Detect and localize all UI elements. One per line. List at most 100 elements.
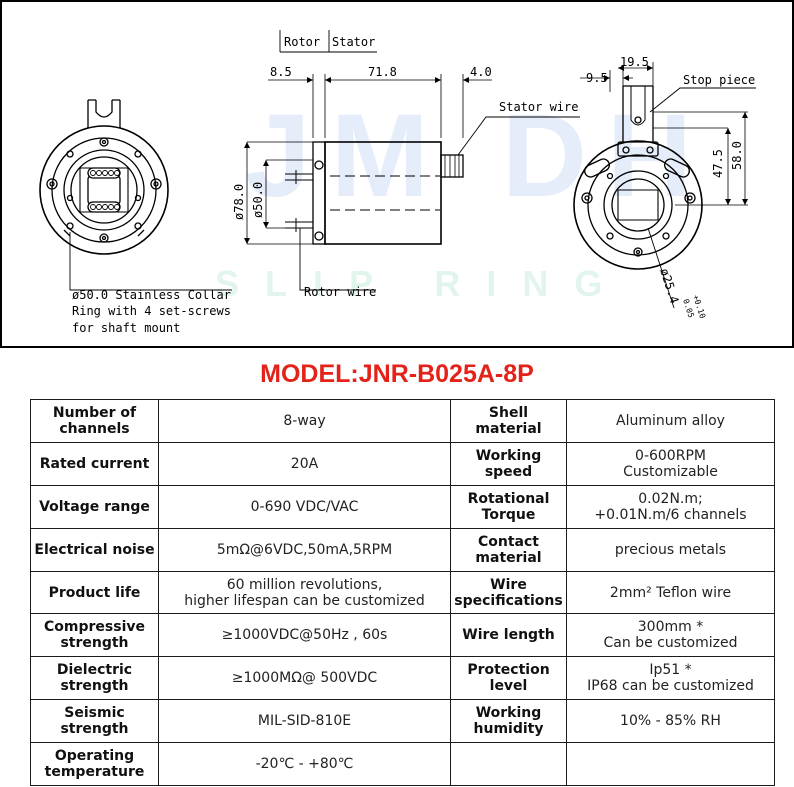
spec-label-line: Shell [488,404,529,421]
spec-label-line: Rated current [39,455,150,472]
spec-value: 10% - 85% RH [566,699,775,744]
rotor-wire-label: Rotor wire [304,285,376,299]
technical-drawing: JM DH SLIP RING ø50.0 Stainless Colla [0,0,794,348]
spec-label-line: specifications [454,592,563,609]
spec-label [450,742,567,787]
spec-value-line: 0-600RPM [635,447,706,464]
spec-label-line: Working [475,705,542,722]
collar-note-line-3: for shaft mount [72,321,180,335]
spec-value-line: 20A [290,455,319,472]
spec-label-line: channels [59,420,130,437]
model-title: MODEL:JNR-B025A-8P [260,360,534,388]
dim-47-5: 47.5 [711,149,725,178]
spec-value-line: +0.01N.m/6 channels [594,506,747,523]
spec-value: ≥1000MΩ@ 500VDC [158,656,451,701]
spec-value: 2mm² Teflon wire [566,570,775,615]
spec-label-line: Voltage range [39,498,150,515]
rotor-label: Rotor [284,35,320,49]
dim-71-8: 71.8 [368,65,397,79]
spec-value-line: Aluminum alloy [616,412,725,429]
spec-label-line: Rotational [467,490,550,507]
dim-diameter-78: ø78.0 [232,184,246,220]
spec-label: Wire length [450,613,567,658]
spec-label-line: temperature [44,764,145,781]
spec-value-line: Can be customized [603,635,738,652]
spec-value: 8-way [158,399,451,443]
spec-value: 60 million revolutions,higher lifespan c… [158,570,451,615]
spec-label-line: material [475,420,542,437]
dim-4-0: 4.0 [470,65,492,79]
spec-label-line: Operating [54,748,135,765]
spec-value-line: 2mm² Teflon wire [609,584,732,601]
spec-value-line: 10% - 85% RH [620,713,721,730]
spec-value: 0.02N.m;+0.01N.m/6 channels [566,484,775,529]
spec-label: Product life [30,570,159,615]
spec-value-line: -20℃ - +80℃ [255,756,354,773]
right-view [573,62,756,309]
spec-value-line: ≥1000VDC@50Hz , 60s [221,627,388,644]
spec-label-line: speed [484,463,533,480]
stator-wire-label: Stator wire [499,100,578,114]
spec-label-line: Wire [490,576,527,593]
spec-label-line: Wire length [462,627,555,644]
spec-value: precious metals [566,527,775,572]
stator-label: Stator [332,35,375,49]
spec-label-line: Number of [52,404,137,421]
spec-value [566,742,775,787]
spec-label: Electrical noise [30,527,159,572]
spec-label-line: Seismic [64,705,125,722]
spec-value: 20A [158,441,451,486]
spec-label-line: Torque [481,506,536,523]
spec-value-line: Ip51 * [649,662,692,679]
spec-value-line: MIL-SID-810E [257,713,352,730]
spec-label-line: level [489,678,528,695]
spec-value-line: Customizable [623,463,718,480]
spec-value: Aluminum alloy [566,399,775,443]
spec-value-line: 300mm * [637,619,704,636]
collar-note-line-1: ø50.0 Stainless Collar [72,288,231,302]
dim-9-5: 9.5 [586,71,608,85]
spec-value: 300mm *Can be customized [566,613,775,658]
spec-label-line: strength [60,678,129,695]
spec-value: MIL-SID-810E [158,699,451,744]
spec-label-line: material [475,549,542,566]
spec-label: Voltage range [30,484,159,529]
side-view-labels: Rotor Stator 8.5 71.8 4.0 Stator wire Ro… [232,35,578,299]
spec-value-line: higher lifespan can be customized [184,592,425,609]
spec-label-line: Working [475,447,542,464]
spec-value-line: 0-690 VDC/VAC [250,498,359,515]
left-view [39,99,232,291]
spec-value-line: 8-way [283,412,326,429]
dim-58-0: 58.0 [730,141,744,170]
spec-value-line: 60 million revolutions, [226,576,383,593]
dim-8-5: 8.5 [270,65,292,79]
spec-label-line: Protection [467,662,550,679]
stop-piece-label: Stop piece [683,73,755,87]
side-view [244,30,580,291]
watermark: JM DH SLIP RING [215,90,692,304]
spec-value-line: ≥1000MΩ@ 500VDC [231,670,378,687]
dim-diameter-50: ø50.0 [251,182,265,218]
collar-note-line-2: Ring with 4 set-screws [72,304,231,318]
spec-label-line: humidity [473,721,544,738]
spec-label-line: Product life [48,584,141,601]
watermark-slogan-text: SLIP RING [215,263,628,304]
spec-label-line: Contact [478,533,539,550]
